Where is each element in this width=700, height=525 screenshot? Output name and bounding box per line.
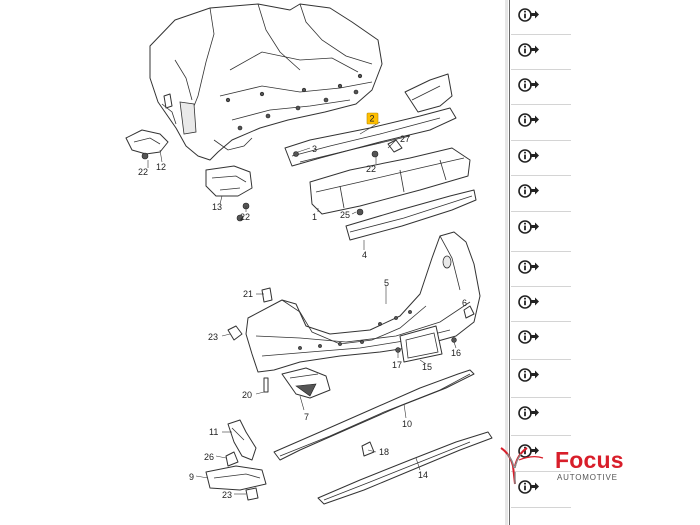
callout-5[interactable]: 5 — [384, 278, 389, 288]
callout-2-highlight[interactable] — [366, 112, 379, 125]
callout-3[interactable]: 3 — [312, 144, 317, 154]
info-link-icon[interactable] — [518, 405, 540, 421]
callout-18[interactable]: 18 — [379, 447, 389, 457]
callout-23[interactable]: 23 — [208, 332, 218, 342]
info-row — [511, 472, 571, 508]
bracket-12 — [125, 129, 169, 160]
fasteners — [163, 93, 475, 501]
trim-strip-14 — [317, 431, 493, 505]
info-row — [511, 398, 571, 436]
trim-strip-10 — [273, 369, 475, 461]
info-link-icon[interactable] — [518, 183, 540, 199]
info-link-icon[interactable] — [518, 479, 540, 495]
logo-mark-icon — [500, 447, 544, 485]
bracket-9 — [205, 465, 267, 491]
callout-10[interactable]: 10 — [402, 419, 412, 429]
info-row — [511, 252, 571, 287]
callout-14[interactable]: 14 — [418, 470, 428, 480]
info-row — [511, 436, 571, 472]
callout-12[interactable]: 12 — [156, 162, 166, 172]
callout-21[interactable]: 21 — [243, 289, 253, 299]
callout-16[interactable]: 16 — [451, 348, 461, 358]
info-row — [511, 141, 571, 176]
callout-22[interactable]: 22 — [240, 212, 250, 222]
callout-23[interactable]: 23 — [222, 490, 232, 500]
info-row — [511, 35, 571, 70]
bumper-bar-4 — [345, 189, 477, 241]
callout-labels: 2 22 12 13 22 3 27 22 1 25 4 5 21 23 6 1… — [138, 114, 467, 501]
logo-name: Focus — [555, 447, 624, 473]
info-row — [511, 212, 571, 252]
cross-member-2 — [284, 73, 457, 167]
leader-lines — [147, 121, 457, 495]
info-link-icon[interactable] — [518, 443, 540, 459]
plate-holder-15 — [399, 325, 443, 363]
info-link-icon[interactable] — [518, 294, 540, 310]
info-row — [511, 322, 571, 360]
info-link-icon[interactable] — [518, 219, 540, 235]
callout-27[interactable]: 27 — [400, 134, 410, 144]
info-link-icon[interactable] — [518, 112, 540, 128]
info-link-icon[interactable] — [518, 7, 540, 23]
callout-13[interactable]: 13 — [212, 202, 222, 212]
info-link-icon[interactable] — [518, 148, 540, 164]
callout-11[interactable]: 11 — [209, 427, 218, 437]
info-row — [511, 360, 571, 398]
callout-25[interactable]: 25 — [340, 210, 350, 220]
callout-7[interactable]: 7 — [304, 412, 309, 422]
info-row — [511, 105, 571, 141]
column-divider-line — [509, 0, 510, 525]
info-row — [511, 176, 571, 212]
reflector-7 — [281, 367, 331, 399]
callout-4[interactable]: 4 — [362, 250, 367, 260]
info-row — [511, 70, 571, 105]
callout-6[interactable]: 6 — [462, 298, 467, 308]
bracket-11 — [227, 419, 257, 461]
callout-2[interactable]: 2 — [370, 114, 375, 124]
info-link-icon[interactable] — [518, 77, 540, 93]
info-link-icon[interactable] — [518, 367, 540, 383]
info-row — [511, 0, 571, 35]
info-link-icon[interactable] — [518, 42, 540, 58]
bracket-13 — [205, 165, 253, 210]
column-divider — [505, 0, 508, 525]
callout-9[interactable]: 9 — [189, 472, 194, 482]
callout-26[interactable]: 26 — [204, 452, 214, 462]
focus-automotive-logo: Focus AUTOMOTIVE — [497, 440, 657, 490]
info-link-icon[interactable] — [518, 329, 540, 345]
callout-17[interactable]: 17 — [392, 360, 402, 370]
callout-15[interactable]: 15 — [422, 362, 432, 372]
callout-22[interactable]: 22 — [138, 167, 148, 177]
callout-20[interactable]: 20 — [242, 390, 252, 400]
callout-1[interactable]: 1 — [312, 212, 317, 222]
callout-22[interactable]: 22 — [366, 164, 376, 174]
rear-body-panel — [149, 3, 383, 161]
info-row — [511, 287, 571, 322]
impact-absorber-1 — [309, 147, 471, 215]
logo-tagline: AUTOMOTIVE — [557, 473, 618, 482]
info-link-icon[interactable] — [518, 259, 540, 275]
